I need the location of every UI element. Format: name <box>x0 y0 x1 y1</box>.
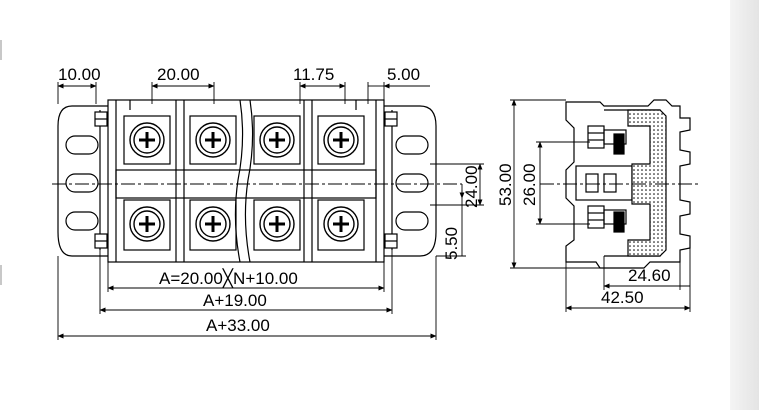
screw-icon <box>323 206 359 242</box>
left-edge-mark <box>0 265 2 285</box>
dim-a-plus-19: A+19.00 <box>203 291 267 310</box>
left-slots <box>65 135 99 231</box>
front-view <box>52 99 462 263</box>
side-view <box>540 99 700 269</box>
terminal-pockets <box>123 115 365 251</box>
dim-top-right: 11.75 <box>293 65 334 84</box>
dim-end: 5.00 <box>387 65 420 84</box>
end-screws <box>94 111 398 249</box>
dim-a-plus-33: A+33.00 <box>206 316 270 335</box>
dim-top-left: 10.00 <box>58 65 101 84</box>
side-dimension-labels: 53.00 26.00 24.60 42.50 <box>496 163 671 307</box>
side-screw-upper <box>587 125 627 155</box>
window-edge-strip <box>730 0 759 410</box>
dim-total-formula: A=20.00╳N+10.00 <box>159 268 298 289</box>
screw-icon <box>195 122 231 158</box>
side-section-hatch <box>627 109 667 257</box>
side-housing <box>565 99 691 269</box>
side-dimensions <box>510 99 691 312</box>
dim-pitch: 20.00 <box>157 65 200 84</box>
block-body <box>107 99 385 263</box>
break-line <box>244 99 254 263</box>
break-line <box>234 99 244 263</box>
dim-hole-spacing: 24.00 <box>462 165 481 208</box>
front-dimension-labels: 10.00 20.00 11.75 5.00 A=20.00╳N+10.00 A… <box>58 65 481 335</box>
dim-depth-total: 42.50 <box>601 288 644 307</box>
left-edge-mark <box>0 40 2 60</box>
side-screw-lower <box>587 205 627 233</box>
screw-icon <box>259 122 295 158</box>
dim-offset: 5.50 <box>442 227 461 260</box>
dim-depth-inner: 24.60 <box>628 266 671 285</box>
screw-icon <box>195 206 231 242</box>
screw-icon <box>129 206 165 242</box>
screw-icon <box>323 122 359 158</box>
left-mounting-flange <box>57 105 108 257</box>
right-mounting-flange <box>384 105 437 257</box>
right-slots <box>395 135 429 231</box>
dim-inner: 26.00 <box>520 163 539 206</box>
barriers <box>129 100 357 262</box>
front-dimensions <box>57 82 484 340</box>
screw-icon <box>129 122 165 158</box>
dim-height: 53.00 <box>496 163 515 206</box>
screw-icon <box>259 206 295 242</box>
terminal-screws <box>129 122 359 242</box>
